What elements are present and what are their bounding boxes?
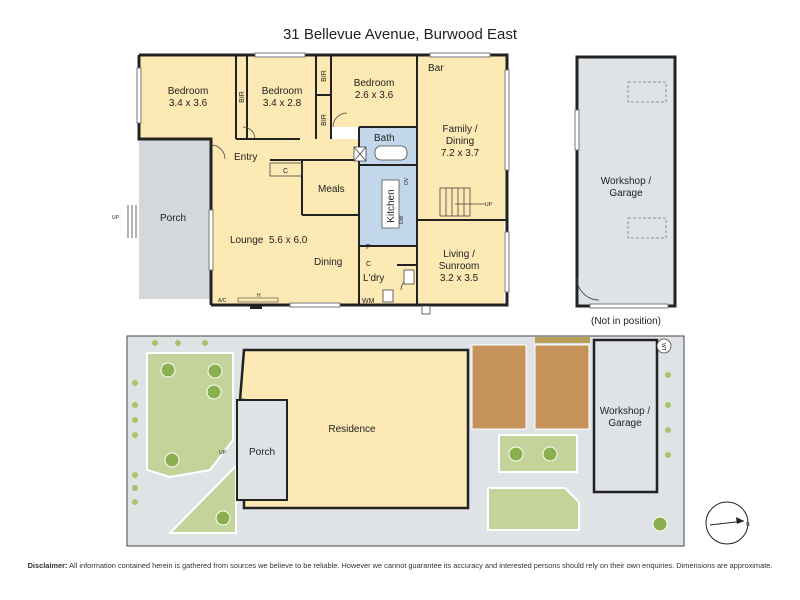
entry-label: Entry <box>234 152 257 163</box>
site-plan: Residence Porch UP Workshop / Garage WT <box>126 335 750 547</box>
bedroom2-fill <box>247 55 316 139</box>
disclaimer-label: Disclaimer: <box>27 561 68 570</box>
bir-label-1: BIR <box>239 91 246 103</box>
site-porch <box>236 399 288 501</box>
stairs <box>439 187 485 217</box>
laundry-tub <box>403 269 415 285</box>
garage-label-1: Workshop / <box>601 176 652 187</box>
site-garage <box>592 338 659 494</box>
living-label-1: Living / <box>443 249 475 260</box>
disclaimer-text: All information contained herein is gath… <box>69 561 773 570</box>
living-fill <box>417 220 504 305</box>
shrubs <box>132 340 671 505</box>
trees <box>160 362 668 532</box>
site-garage-label-1: Workshop / <box>600 406 651 417</box>
garden-bed-2 <box>534 344 590 430</box>
oven-label: OV <box>404 177 410 185</box>
bir-label-3: BIR <box>321 114 328 126</box>
bedroom3-label: Bedroom <box>354 78 395 89</box>
bir-strip-1 <box>236 55 247 139</box>
not-in-position-note: (Not in position) <box>591 316 661 327</box>
family-dims: 7.2 x 3.7 <box>441 148 480 159</box>
living-label-2: Sunroom <box>439 261 480 272</box>
page-title: 31 Bellevue Avenue, Burwood East <box>282 26 518 43</box>
stairs-up-label: UP <box>485 202 493 208</box>
bathtub <box>374 145 408 161</box>
residence-label: Residence <box>328 424 376 435</box>
meals-label: Meals <box>318 184 345 195</box>
bir-strip-2 <box>316 55 331 139</box>
disclaimer: Disclaimer: All information contained he… <box>0 561 800 570</box>
lounge-fill <box>211 139 359 305</box>
bedroom2-dims: 3.4 x 2.8 <box>263 98 302 109</box>
wm-label: WM <box>362 298 375 305</box>
bath-label: Bath <box>374 133 395 144</box>
family-label-1: Family / <box>443 124 478 135</box>
water-tank-icon <box>656 338 672 354</box>
ac-label: A/C <box>218 298 227 304</box>
laundry-label: L'dry <box>363 273 384 284</box>
living-dims: 3.2 x 3.5 <box>440 273 479 284</box>
lounge-dims: 5.6 x 6.0 <box>269 235 308 246</box>
bir-label-2: BIR <box>321 70 328 82</box>
garden-fence <box>535 337 590 343</box>
floor-plan: Bedroom 3.4 x 3.6 Bedroom 3.4 x 2.8 Bedr… <box>112 52 677 327</box>
heater-label: H <box>257 293 261 299</box>
dishwasher-label: DW <box>399 215 405 224</box>
bedroom3-dims: 2.6 x 3.6 <box>355 90 394 101</box>
kitchen-island <box>381 179 400 229</box>
porch-up-label: UP <box>112 215 120 221</box>
cupboard-label-1: C <box>283 168 288 175</box>
bedroom2-label: Bedroom <box>262 86 303 97</box>
porch-steps <box>127 205 137 238</box>
bedroom3-fill <box>331 55 417 127</box>
site-porch-up-label: UP <box>219 450 227 456</box>
water-tank-label: WT <box>660 343 666 351</box>
bedroom1-fill <box>139 55 236 139</box>
windows <box>136 52 510 308</box>
kitchen-label: Kitchen <box>386 189 397 222</box>
rear-lawn-2 <box>487 487 580 531</box>
lounge-label: Lounge <box>230 235 264 246</box>
porch-label: Porch <box>160 213 186 224</box>
cupboard-label-2: C <box>366 261 371 268</box>
bedroom1-dims: 3.4 x 3.6 <box>169 98 208 109</box>
family-label-2: Dining <box>446 136 474 147</box>
dining-label: Dining <box>314 257 342 268</box>
washing-machine <box>382 289 394 303</box>
porch-area <box>139 139 211 299</box>
bedroom1-label: Bedroom <box>168 86 209 97</box>
compass-north-label: N <box>746 522 750 528</box>
site-garage-label-2: Garage <box>608 418 642 429</box>
entry-fill <box>211 139 331 160</box>
fridge-label: F <box>366 244 370 251</box>
front-lawn <box>146 352 234 479</box>
site-porch-label: Porch <box>249 447 275 458</box>
bar-label: Bar <box>428 63 444 74</box>
garden-bed-1 <box>471 344 527 430</box>
garage-label-2: Garage <box>609 188 643 199</box>
garage-outline <box>575 55 677 308</box>
family-dining-fill <box>417 55 507 220</box>
